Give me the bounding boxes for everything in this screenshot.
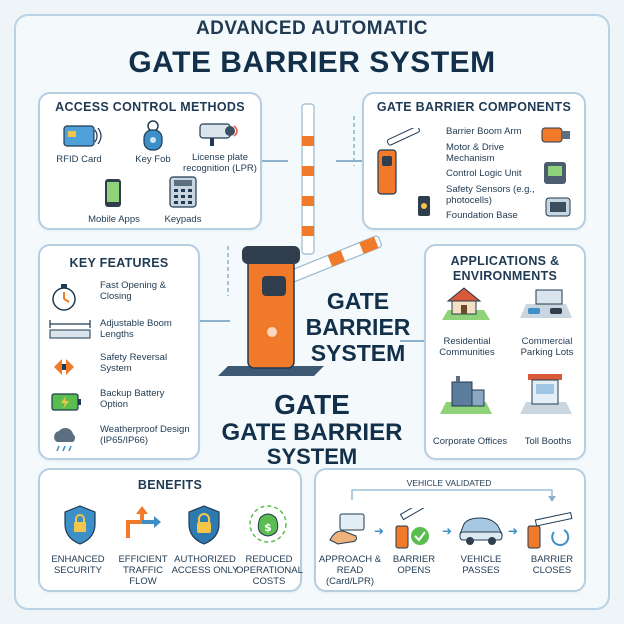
header-title: GATE BARRIER SYSTEM: [128, 46, 496, 79]
feature-label: Weatherproof Design (IP65/IP66): [100, 424, 190, 446]
keypad-icon: [169, 176, 197, 208]
connector-line: [400, 340, 424, 342]
rain-cloud-icon: [54, 427, 75, 452]
hand-card-icon: [329, 513, 365, 545]
house-icon: [442, 287, 490, 320]
component-label: Control Logic Unit: [446, 168, 522, 179]
feature-label: Backup Battery Option: [100, 388, 165, 410]
mobile-phone-icon: [105, 179, 121, 207]
components-panel: GATE BARRIER COMPONENTS Barrier Boom Arm…: [362, 92, 586, 230]
process-step-label: APPROACH & READ (Card/LPR): [318, 554, 382, 587]
process-step-label: BARRIER CLOSES: [530, 554, 574, 576]
traffic-arrows-icon: [126, 506, 161, 538]
access-control-title: ACCESS CONTROL METHODS: [55, 100, 245, 114]
validated-arrow-icon: [351, 489, 556, 502]
benefit-label: REDUCED OPERATIONAL COSTS: [236, 554, 303, 587]
svg-text:$: $: [264, 521, 272, 534]
access-item-label: Mobile Apps: [88, 214, 140, 225]
car-icon: [459, 517, 503, 545]
application-label: Commercial Parking Lots: [520, 336, 574, 358]
applications-panel: APPLICATIONS & ENVIRONMENTS Residential …: [424, 244, 586, 460]
access-item-label: Keypads: [164, 214, 202, 225]
sensor-icon: [545, 197, 571, 217]
parking-lot-icon: [520, 289, 572, 318]
stopwatch-icon: [52, 284, 76, 311]
connector-line: [336, 160, 362, 162]
access-item-label: Key Fob: [135, 154, 171, 165]
key-fob-icon: [143, 120, 163, 151]
benefits-title: BENEFITS: [137, 478, 203, 492]
battery-icon: [51, 393, 81, 411]
access-control-panel: ACCESS CONTROL METHODS RFID Card Key Fob…: [38, 92, 262, 230]
barrier-unit-icon: [377, 128, 420, 195]
component-label: Foundation Base: [446, 210, 518, 221]
motor-icon: [541, 127, 570, 143]
toll-booth-icon: [520, 374, 572, 414]
vehicle-validated-label: VEHICLE VALIDATED: [406, 478, 492, 488]
feature-label: Adjustable Boom Lengths: [100, 318, 172, 340]
rfid-card-icon: [63, 125, 102, 147]
process-step-label: BARRIER OPENS: [392, 554, 436, 576]
application-label: Toll Booths: [524, 436, 572, 447]
applications-title: APPLICATIONS & ENVIRONMENTS: [450, 254, 560, 283]
center-title-line3: SYSTEM: [266, 444, 358, 469]
camera-icon: [199, 123, 238, 146]
access-item-label: License plate recognition (LPR): [183, 152, 257, 174]
process-panel: VEHICLE VALIDATED APPROACH & READ (Card/…: [314, 468, 586, 592]
application-label: Residential Communities: [439, 336, 495, 358]
reverse-arrows-icon: [54, 359, 74, 375]
header-subtitle: ADVANCED AUTOMATIC: [195, 18, 429, 39]
component-label: Barrier Boom Arm: [446, 126, 522, 137]
feature-label: Fast Opening & Closing: [100, 280, 167, 302]
control-unit-icon: [544, 162, 566, 184]
benefit-label: ENHANCED SECURITY: [51, 554, 105, 576]
components-title: GATE BARRIER COMPONENTS: [376, 100, 572, 114]
benefits-panel: BENEFITS ENHANCED SECURITY EFFICIENT TRA…: [38, 468, 303, 592]
ruler-icon: [49, 320, 91, 339]
foundation-icon: [418, 196, 430, 216]
center-title-line2: GATE BARRIER: [221, 419, 403, 446]
benefit-label: EFFICIENT TRAFFIC FLOW: [118, 554, 168, 587]
gate-system-label: GATE BARRIER SYSTEM: [305, 288, 411, 366]
barrier-open-icon: [395, 508, 432, 549]
shield-lock-icon: [64, 505, 96, 545]
office-icon: [440, 376, 492, 414]
center-title-line1: GATE: [274, 389, 350, 420]
barrier-close-icon: [527, 511, 573, 549]
step-arrow-icon: ➜: [374, 524, 385, 538]
step-arrow-icon: ➜: [508, 524, 519, 538]
access-item-label: RFID Card: [56, 154, 102, 165]
benefit-label: AUTHORIZED ACCESS ONLY: [171, 554, 239, 576]
application-label: Corporate Offices: [432, 436, 508, 447]
connector-line: [262, 160, 288, 162]
key-features-panel: KEY FEATURES Fast Opening & Closing Adju…: [38, 244, 200, 460]
shield-padlock-icon: [188, 505, 220, 545]
money-bag-icon: $: [249, 505, 287, 543]
connector-line: [200, 320, 230, 322]
feature-label: Safety Reversal System: [100, 352, 168, 374]
component-label: Safety Sensors (e.g., photocells): [446, 184, 535, 206]
process-step-label: VEHICLE PASSES: [460, 554, 502, 576]
key-features-title: KEY FEATURES: [69, 256, 169, 270]
gate-illustration: [218, 103, 382, 376]
component-label: Motor & Drive Mechanism: [446, 142, 505, 164]
step-arrow-icon: ➜: [442, 524, 453, 538]
